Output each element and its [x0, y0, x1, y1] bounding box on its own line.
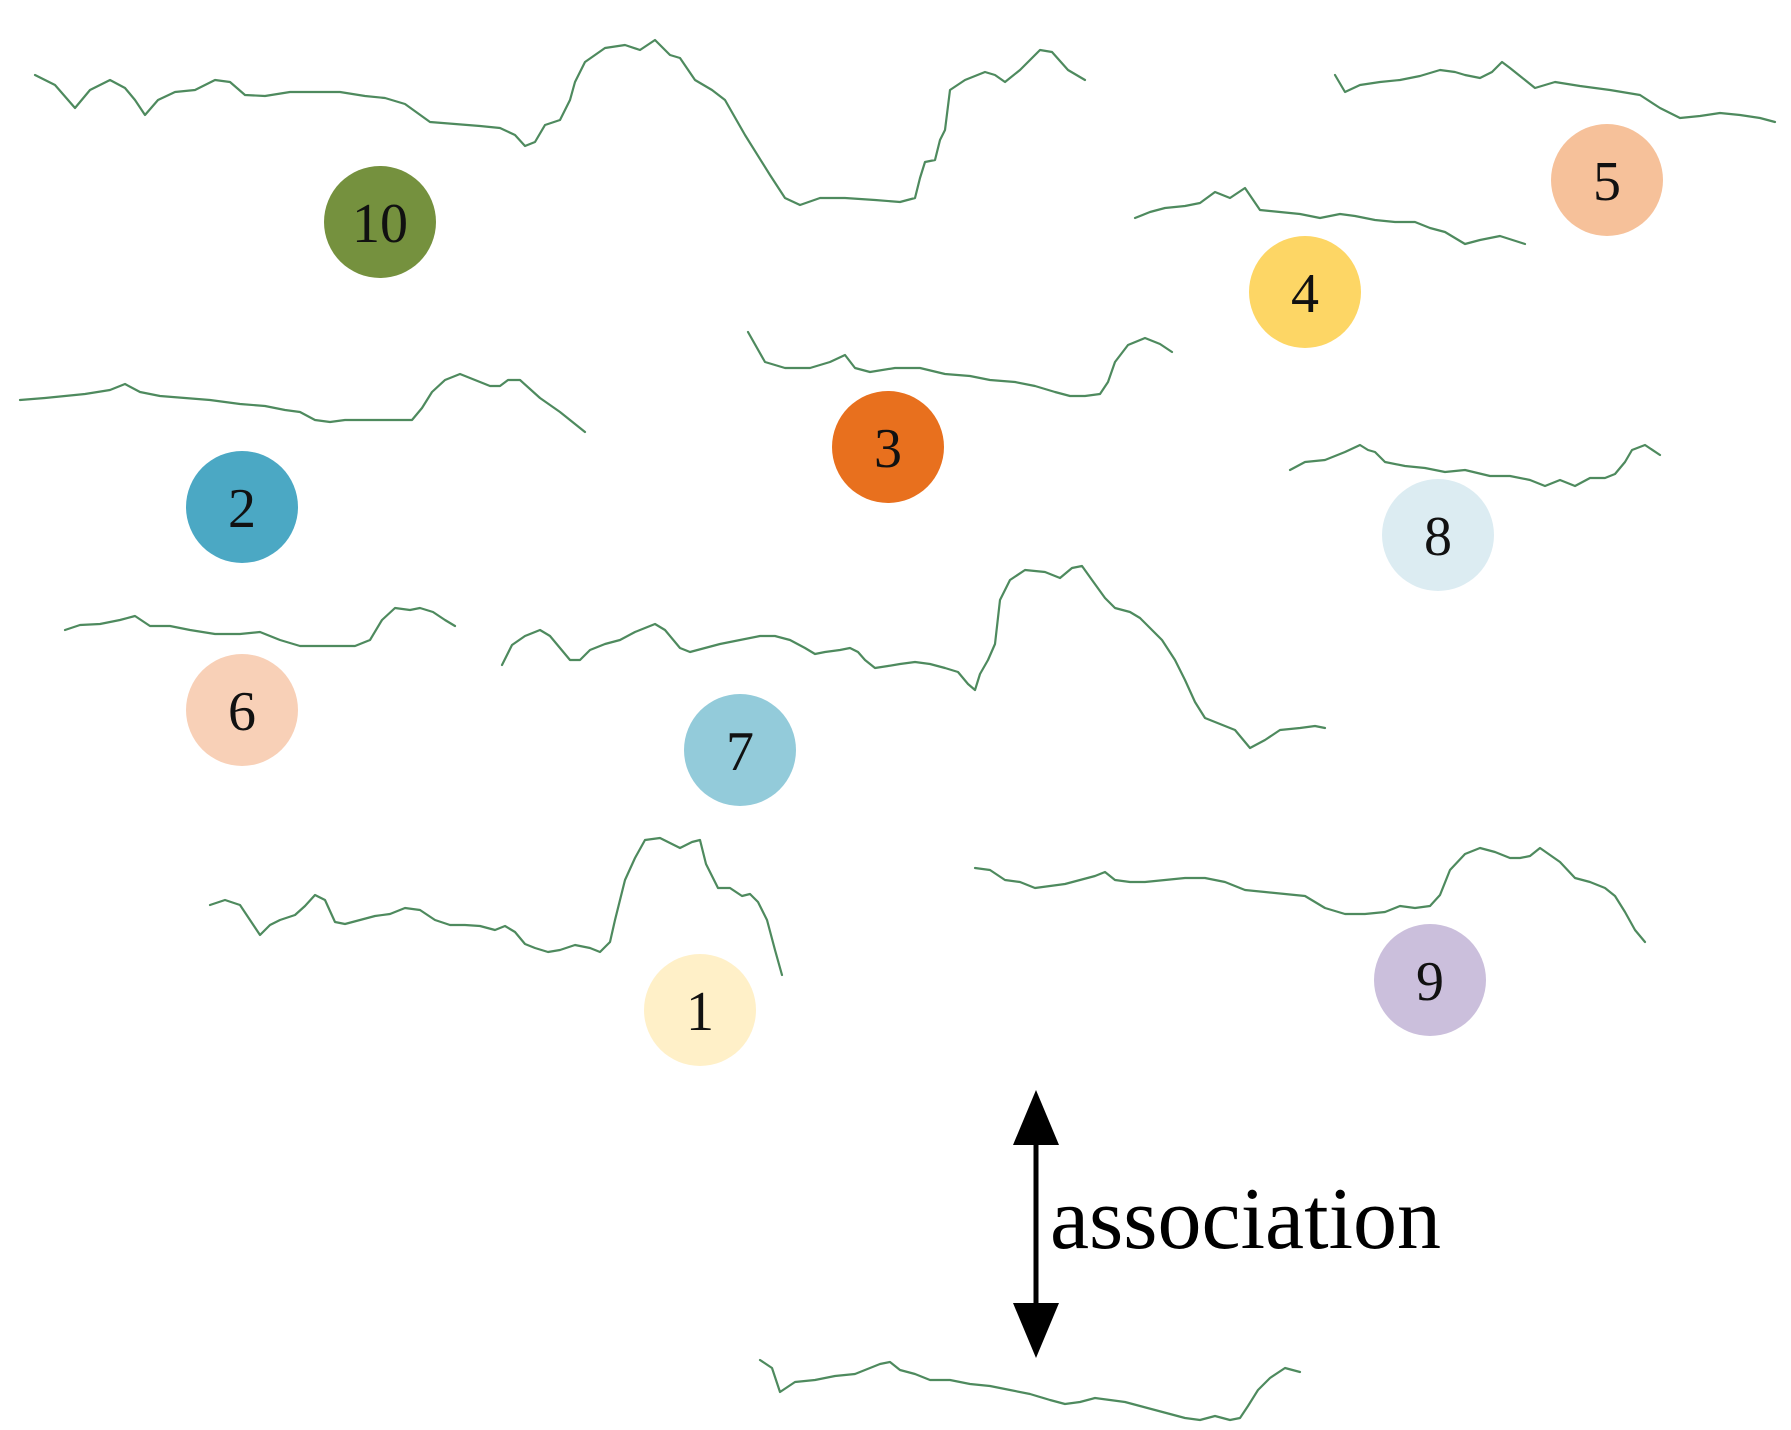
association-arrow [1013, 1090, 1059, 1358]
waveform-bottom [758, 1358, 1302, 1422]
node-group: 1 2 3 4 5 6 7 8 9 10 [186, 124, 1663, 1066]
node-9: 9 [1374, 924, 1486, 1036]
node-10: 10 [324, 166, 436, 278]
node-circle-5 [1551, 124, 1663, 236]
node-label-9: 9 [1416, 951, 1444, 1013]
node-label-2: 2 [228, 478, 256, 540]
node-6: 6 [186, 654, 298, 766]
node-circle-4 [1249, 236, 1361, 348]
node-circle-10 [324, 166, 436, 278]
node-label-6: 6 [228, 681, 256, 743]
node-2: 2 [186, 451, 298, 563]
arrow-down-icon [1013, 1303, 1059, 1358]
waveform-9 [973, 846, 1647, 944]
node-circle-9 [1374, 924, 1486, 1036]
node-label-8: 8 [1424, 506, 1452, 568]
node-label-7: 7 [726, 721, 754, 783]
waveform-5 [1333, 60, 1777, 124]
node-circle-1 [644, 954, 756, 1066]
node-circle-6 [186, 654, 298, 766]
waveform-8 [1288, 443, 1662, 488]
node-1: 1 [644, 954, 756, 1066]
waveform-10 [33, 38, 1087, 207]
waveform-4 [1133, 186, 1527, 246]
arrow-up-icon [1013, 1090, 1059, 1145]
node-5: 5 [1551, 124, 1663, 236]
waveform-7 [500, 564, 1327, 750]
waveform-3 [746, 330, 1174, 398]
node-label-3: 3 [874, 418, 902, 480]
node-label-10: 10 [352, 193, 408, 255]
node-label-1: 1 [686, 981, 714, 1043]
node-8: 8 [1382, 479, 1494, 591]
waveform-1 [208, 836, 784, 977]
node-circle-2 [186, 451, 298, 563]
association-label: association [1050, 1171, 1441, 1268]
node-circle-7 [684, 694, 796, 806]
node-label-4: 4 [1291, 263, 1319, 325]
waveform-2 [18, 372, 587, 434]
node-3: 3 [832, 391, 944, 503]
node-label-5: 5 [1593, 151, 1621, 213]
waveform-6 [63, 606, 457, 648]
node-circle-8 [1382, 479, 1494, 591]
node-7: 7 [684, 694, 796, 806]
waveform-group [18, 38, 1777, 1422]
node-circle-3 [832, 391, 944, 503]
node-4: 4 [1249, 236, 1361, 348]
